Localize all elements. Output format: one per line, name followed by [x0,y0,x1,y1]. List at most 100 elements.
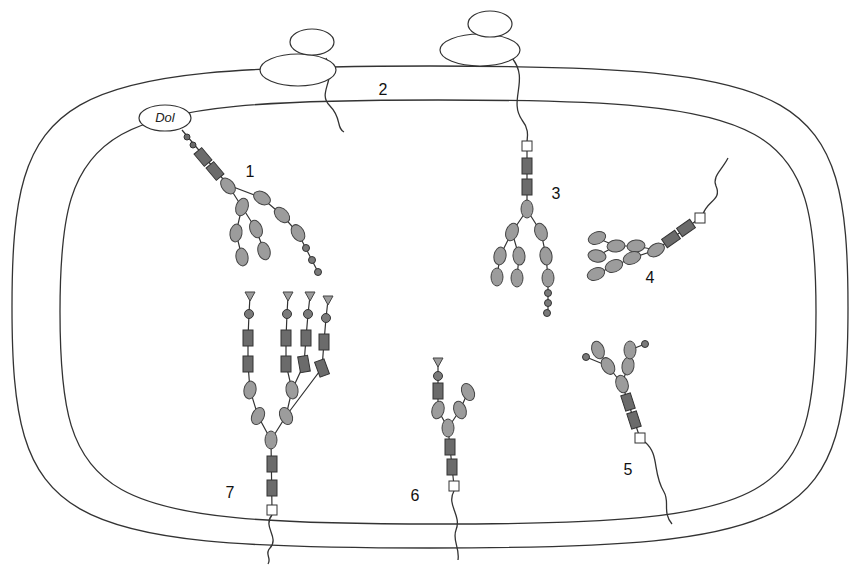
glcnac [627,411,641,429]
ribosome [440,11,528,142]
mannose [624,341,636,359]
glycan-structure [585,158,728,283]
glcnac [206,162,224,181]
mannose [249,405,267,426]
mannose [271,204,292,225]
callout-number: 5 [624,461,633,479]
glcnac [194,148,212,167]
glycan-structure [182,130,322,276]
mannose [539,246,553,265]
asparagine [522,141,532,151]
glucose [303,245,310,252]
mannose [512,247,526,266]
galactose [322,314,331,323]
protein-chain [645,442,672,524]
sialic-acid [283,292,293,301]
mannose [235,247,250,267]
dol-label: Dol [155,111,175,125]
glcnac [447,459,457,475]
glcnac [281,330,291,346]
mannose [589,339,606,360]
glycan-structure [243,292,333,564]
glycan-bonds [596,218,700,274]
asparagine [635,433,645,443]
mannose [218,175,239,197]
protein-chain [452,491,459,560]
glycan-structure [491,141,554,317]
mannose [459,381,477,402]
mannose [288,222,307,244]
mannose [532,221,549,242]
glucose [545,290,552,297]
galactose [434,372,443,381]
glcnac [315,359,330,377]
protein-chain [703,158,728,214]
mannose [587,249,607,264]
mannose [607,239,626,253]
mannose [285,380,300,400]
glcnac [677,219,696,236]
glcnac [298,355,311,372]
mannose [585,265,606,282]
mannose [503,221,520,242]
mannose [451,399,468,420]
mannose [586,229,607,246]
galactose [304,310,313,319]
glycan-bonds [438,362,468,486]
sialic-acid [323,296,333,305]
glucose [642,341,649,348]
glucose [315,269,322,276]
sialic-acid [305,292,315,301]
mannose [542,269,554,287]
ribosome [260,29,344,132]
galactose [245,310,254,319]
mannose [603,257,624,274]
glcnac [522,179,532,195]
glycan-structure [430,358,477,560]
ribosome-small-subunit [468,11,512,37]
mannose [430,400,446,420]
mannose [265,431,277,449]
galactose [283,310,292,319]
glcnac [281,356,291,372]
sialic-acid [245,292,255,301]
glcnac [243,356,253,372]
asparagine [267,505,277,515]
mannose [277,405,295,426]
glucose [544,310,551,317]
dol-anchor: Dol [138,104,192,132]
mannose [493,246,508,266]
mannose [247,218,264,239]
callout-number: 6 [411,487,420,505]
glcnac [662,230,681,247]
mannose [614,374,631,395]
glucose [545,300,552,307]
mannose [491,268,503,286]
mannose [233,196,250,217]
glycan-structure [583,339,673,524]
mannose [511,269,523,287]
ribosome-large-subunit [440,34,520,66]
mannose [442,419,454,437]
ribosome-small-subunit [290,29,334,55]
outer-membrane [12,66,848,548]
mannose [645,240,667,259]
sialic-acid [433,358,443,367]
asparagine [449,481,459,491]
protein-chain [268,515,273,564]
glycan-bonds [586,344,645,438]
glcnac [621,393,635,411]
glcnac [522,158,532,174]
mannose [627,239,646,253]
glycan-bonds [248,296,328,510]
glucose [309,257,316,264]
glcnac [301,330,311,346]
glcnac [267,456,277,472]
dol-ellipse-outline [139,105,191,131]
mannose [521,200,533,218]
phosphate [190,142,196,148]
callout-number: 3 [552,185,561,203]
